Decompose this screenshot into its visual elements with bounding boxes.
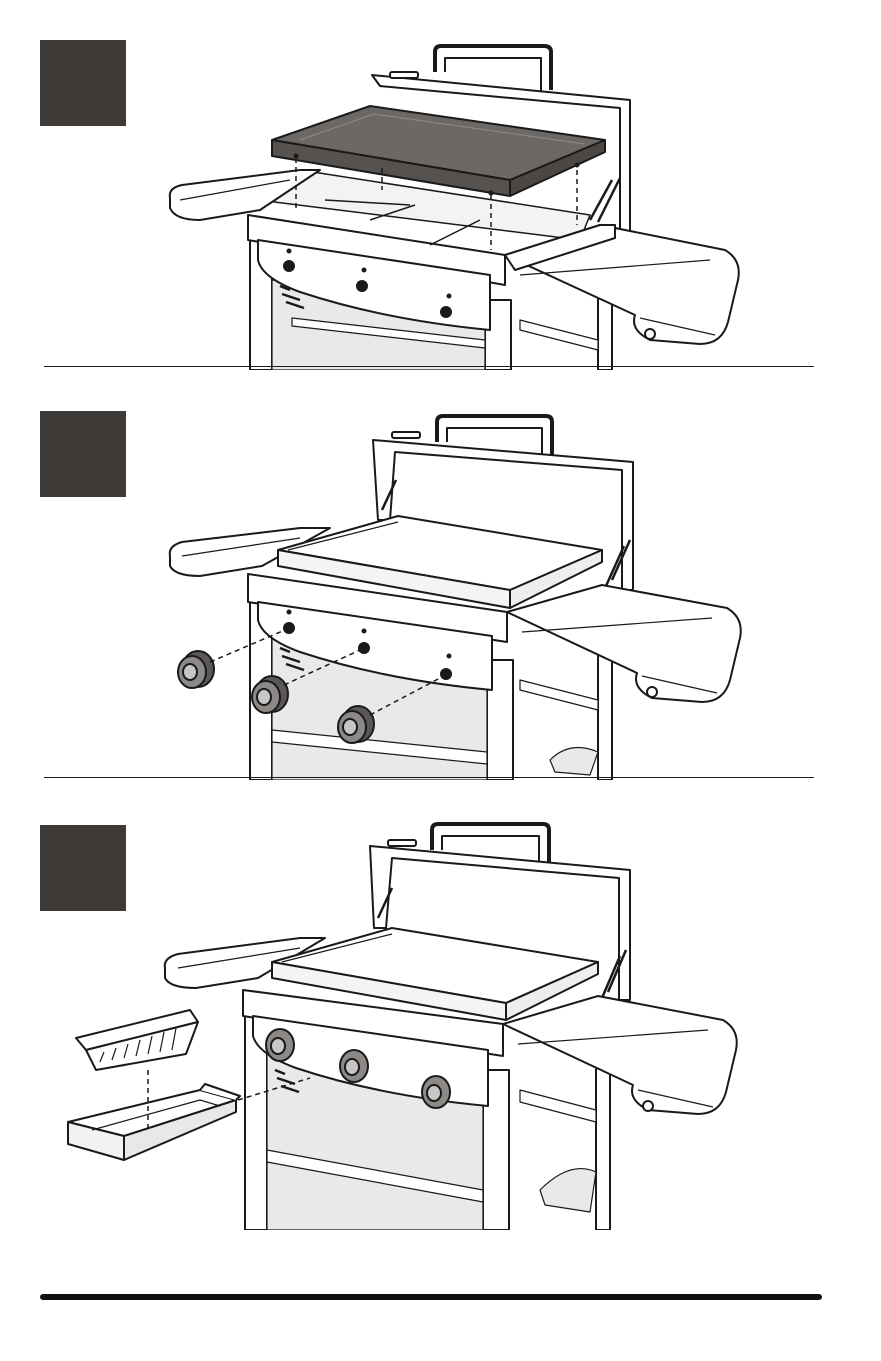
grease-tray-install-illustration — [0, 800, 881, 1230]
drip-tray — [68, 1084, 240, 1160]
griddle-install-illustration — [0, 0, 881, 370]
step-1 — [0, 0, 881, 370]
control-knob — [340, 1050, 368, 1082]
control-knob — [178, 651, 214, 688]
control-knob — [422, 1076, 450, 1108]
step-divider-2 — [44, 777, 814, 778]
page-bottom-rule — [40, 1294, 822, 1300]
drip-tray-liner — [76, 1010, 198, 1070]
knob-install-illustration — [0, 380, 881, 780]
step-2 — [0, 380, 881, 780]
step-3 — [0, 800, 881, 1230]
control-knob — [266, 1029, 294, 1061]
step-divider-1 — [44, 366, 814, 367]
